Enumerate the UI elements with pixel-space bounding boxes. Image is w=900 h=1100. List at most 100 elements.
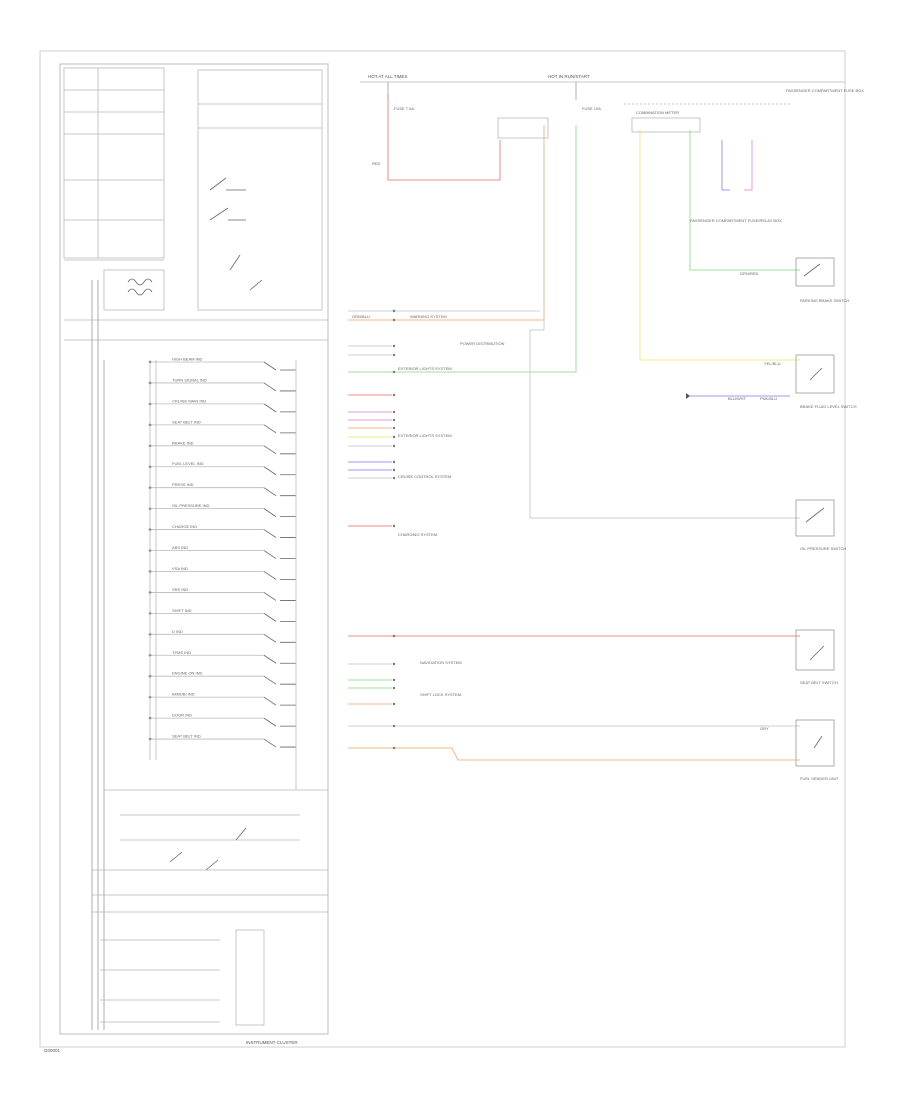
- cluster-row-switch: [263, 445, 296, 455]
- wire-label-violet: PNK/BLU: [760, 396, 777, 401]
- wire-label-gray: GRY: [760, 726, 769, 731]
- cluster-row-switch: [263, 675, 296, 685]
- cluster-indicator-rows: HIGH BEAM IND TURN SIGNAL IND CRUISE MAIN …: [148, 357, 296, 748]
- wire-label-orange: ORN/BLU: [352, 314, 370, 319]
- cluster-row-switch: [263, 738, 296, 748]
- component-labels: PARKING BRAKE SWITCH BRAKE FLUID LEVEL S…: [800, 298, 857, 781]
- connector-stub-end: [392, 318, 396, 322]
- cluster-row-label: TURN SIGNAL IND: [172, 377, 207, 382]
- right-components: [686, 257, 835, 767]
- cluster-row-switch: [263, 633, 296, 643]
- wire-label-red: RED: [372, 161, 381, 166]
- passenger-box-label: PASSENGER COMPARTMENT FUSE BOX: [786, 88, 864, 93]
- fuse-b-label: FUSE 10A: [582, 106, 601, 111]
- wire-label-green: GRN/RED: [740, 271, 759, 276]
- cluster-row-switch: [263, 592, 296, 601]
- cluster-row-switch: [263, 382, 296, 392]
- cluster-row-switch: [263, 550, 296, 559]
- system-exterior-lights: EXTERIOR LIGHTS SYSTEM: [398, 366, 452, 371]
- connector-stub-end: [392, 678, 396, 682]
- connector-stub-end: [392, 702, 396, 706]
- cluster-row-label: TPMS IND: [172, 650, 191, 655]
- cluster-row-label: FUEL LEVEL IND: [172, 461, 204, 466]
- cluster-row-switch: [263, 424, 296, 434]
- system-navigation: NAVIGATION SYSTEM: [420, 660, 462, 665]
- brake-fluid-label: BRAKE FLUID LEVEL SWITCH: [800, 404, 857, 409]
- cluster-row-switch: [263, 466, 296, 476]
- cluster-row-label: SRS IND: [172, 587, 188, 592]
- oil-pressure-label: OIL PRESSURE SWITCH: [800, 546, 846, 551]
- connector-stub-end: [392, 370, 396, 374]
- cluster-row-switch: [263, 717, 296, 727]
- cluster-bus: [91, 280, 297, 1030]
- cluster-row-label: SEAT BELT IND: [172, 419, 201, 424]
- connector-stubs: [348, 309, 396, 750]
- top-rail: [360, 81, 845, 139]
- outer-frame: [39, 50, 846, 1048]
- system-cruise: CRUISE CONTROL SYSTEM: [398, 474, 451, 479]
- cluster-row-label: CHARGE IND: [172, 524, 197, 529]
- system-warning: WARNING SYSTEM: [410, 314, 447, 319]
- top-labels: HOT AT ALL TIMES HOT IN RUN/START FUSE 7…: [368, 74, 864, 223]
- cluster-row-label: SHIFT IND: [172, 608, 192, 613]
- connector-stub-end: [392, 410, 396, 414]
- colored-wires: [348, 95, 800, 761]
- connector-stub-end: [392, 344, 396, 348]
- cluster-row-label: DOOR IND: [172, 713, 192, 718]
- cluster-row-switch: [263, 613, 296, 622]
- right-fuse-label: HOT IN RUN/START: [548, 74, 590, 79]
- wire-label-blue: BLU/WHT: [728, 396, 747, 401]
- fuse-a-label: FUSE 7.5A: [394, 106, 414, 111]
- cluster-label: INSTRUMENT CLUSTER: [246, 1040, 298, 1045]
- cluster-row-label: OIL PRESSURE IND: [172, 503, 210, 508]
- instrument-cluster-box: [59, 63, 329, 1035]
- connector-stub-end: [392, 393, 396, 397]
- system-shift-lock: SHIFT LOCK SYSTEM: [420, 692, 461, 697]
- connector-stub-end: [392, 460, 396, 464]
- cluster-lower-section: [92, 789, 328, 1026]
- cluster-upper-section: [63, 67, 328, 341]
- connector-stub-end: [392, 746, 396, 750]
- system-labels: WARNING SYSTEM POWER DISTRIBUTION EXTERI…: [398, 314, 505, 697]
- connector-stub-end: [392, 418, 396, 422]
- cluster-row-label: SEAT BELT IND: [172, 734, 201, 739]
- cluster-row-label: CRUISE MAIN IND: [172, 398, 206, 403]
- connector-stub-end: [392, 353, 396, 357]
- cluster-row-switch: [263, 571, 296, 580]
- connector-stub-end: [392, 634, 396, 638]
- connector-stub-end: [392, 444, 396, 448]
- connector-stub-end: [392, 724, 396, 728]
- cluster-row-label: IMMOBI IND: [172, 692, 195, 697]
- system-power-distribution: POWER DISTRIBUTION: [460, 341, 505, 346]
- cluster-row-label: PRESS IND: [172, 482, 194, 487]
- cluster-row-switch: [263, 508, 296, 518]
- passenger-lower-label: PASSENGER COMPARTMENT FUSE/RELAY BOX: [690, 218, 782, 223]
- cluster-row-switch: [263, 654, 296, 664]
- system-exterior-lights-2: EXTERIOR LIGHTS SYSTEM: [398, 433, 452, 438]
- connector-stub-end: [392, 476, 396, 480]
- cluster-row-label: VSA IND: [172, 566, 188, 571]
- connector-stub-end: [392, 435, 396, 439]
- connector-stub-end: [392, 662, 396, 666]
- cluster-row-label: HIGH BEAM IND: [172, 357, 203, 362]
- cluster-row-switch: [263, 403, 296, 413]
- connector-stub-end: [392, 524, 396, 528]
- cluster-row-label: ABS IND: [172, 545, 188, 550]
- cluster-row-label: D IND: [172, 629, 183, 634]
- cluster-row-switch: [263, 361, 296, 371]
- mid-label: COMBINATION METER: [636, 110, 679, 115]
- parking-brake-label: PARKING BRAKE SWITCH: [800, 298, 849, 303]
- cluster-row-switch: [263, 696, 296, 706]
- cluster-row-switch: [263, 487, 296, 497]
- cluster-row-label: BRAKE IND: [172, 440, 194, 445]
- system-charging: CHARGING SYSTEM: [398, 532, 437, 537]
- connector-stub-end: [392, 426, 396, 430]
- cluster-row-switch: [263, 529, 296, 538]
- wire-color-labels: RED ORN/BLU GRN/RED YEL/BLU BLU/WHT PNK/…: [352, 161, 781, 731]
- wire-label-yellow: YEL/BLU: [764, 361, 781, 366]
- connector-stub-end: [392, 686, 396, 690]
- seat-belt-label: SEAT BELT SWITCH: [800, 680, 838, 685]
- cluster-row-label: ENGINE ON IND: [172, 671, 203, 676]
- left-fuse-label: HOT AT ALL TIMES: [368, 74, 408, 79]
